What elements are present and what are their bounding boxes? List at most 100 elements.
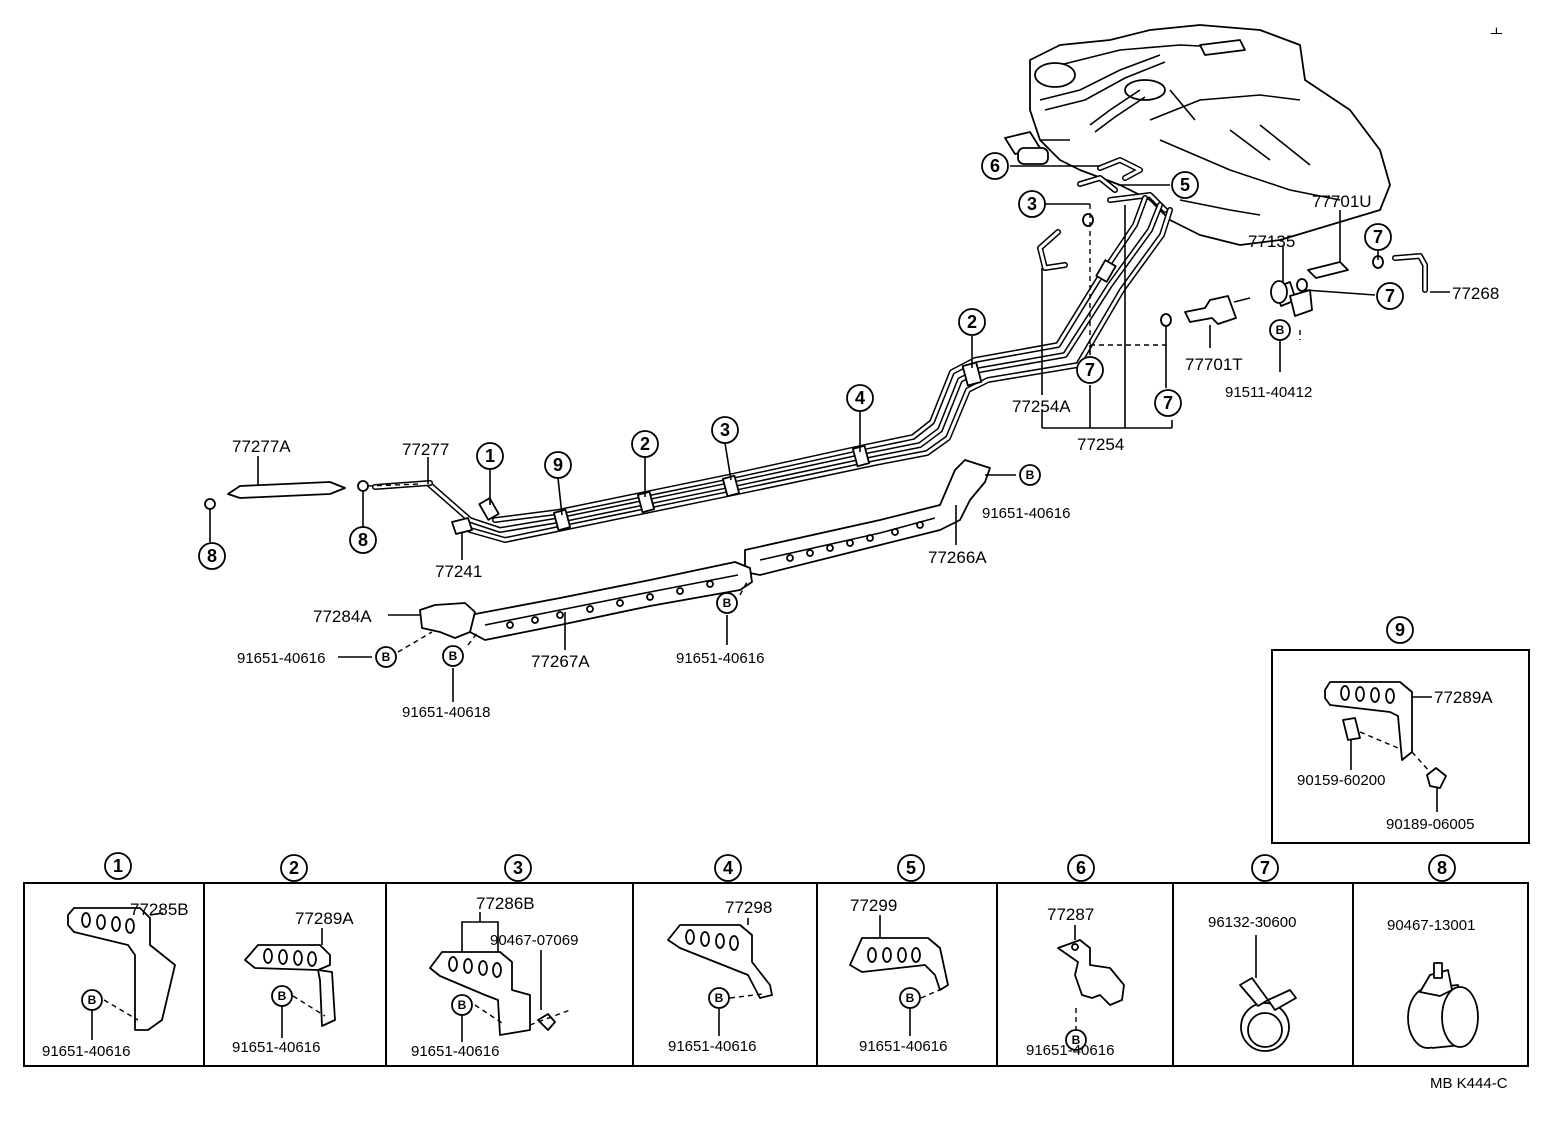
callout-4: 4 xyxy=(846,384,874,412)
bolt-marker: B xyxy=(271,985,293,1007)
callout-circles: 6 5 3 2 7 7 7 7 4 3 2 9 1 8 8 9 xyxy=(198,152,1414,644)
part-label-91511-40412: 91511-40412 xyxy=(1225,384,1312,401)
callout-9: 9 xyxy=(1386,616,1414,644)
svg-text:3: 3 xyxy=(513,858,523,878)
bolt-marker: B xyxy=(451,994,473,1016)
panel-callout-1: 1 xyxy=(104,852,132,880)
svg-text:6: 6 xyxy=(1076,858,1086,878)
callout-8: 8 xyxy=(198,542,226,570)
part-label-90189-06005: 90189-06005 xyxy=(1386,816,1474,833)
callout-3: 3 xyxy=(1018,190,1046,218)
panel-6: 77287 B 91651-40616 xyxy=(1026,905,1125,1059)
bolt-marker: B xyxy=(899,987,921,1009)
panel-5: 77299 B 91651-40616 xyxy=(849,896,949,1055)
part-label-77241: 77241 xyxy=(435,562,482,581)
part-label-77298: 77298 xyxy=(725,898,772,917)
bolt-markers: B B B B B xyxy=(375,319,1291,668)
part-label-91651-40616: 91651-40616 xyxy=(237,650,325,667)
part-label-91651-40618: 91651-40618 xyxy=(402,704,490,721)
svg-text:3: 3 xyxy=(1027,194,1037,214)
bolt-marker: B xyxy=(442,645,464,667)
corner-mark: ㅗ xyxy=(1490,25,1503,41)
panel-callout-2: 2 xyxy=(280,854,308,882)
part-label-91651-40616: 91651-40616 xyxy=(232,1039,320,1056)
svg-text:1: 1 xyxy=(113,856,123,876)
part-label-90467-13001: 90467-13001 xyxy=(1387,917,1475,934)
svg-text:B: B xyxy=(1026,468,1035,482)
svg-text:B: B xyxy=(1276,323,1285,337)
panel-1: 77285B B 91651-40616 xyxy=(42,900,189,1060)
part-label-91651-40616: 91651-40616 xyxy=(859,1038,947,1055)
callout-2: 2 xyxy=(631,430,659,458)
svg-text:5: 5 xyxy=(1180,175,1190,195)
panel-callout-4: 4 xyxy=(714,854,742,882)
part-label-91651-40616: 91651-40616 xyxy=(1026,1042,1114,1059)
part-label-91651-40616: 91651-40616 xyxy=(42,1043,130,1060)
svg-text:3: 3 xyxy=(720,420,730,440)
svg-text:B: B xyxy=(715,991,724,1005)
svg-text:B: B xyxy=(458,998,467,1012)
svg-text:7: 7 xyxy=(1373,227,1383,247)
svg-text:9: 9 xyxy=(1395,620,1405,640)
svg-text:2: 2 xyxy=(967,312,977,332)
panel-8: 90467-13001 xyxy=(1387,917,1479,1049)
callout-7: 7 xyxy=(1376,282,1404,310)
bolt-marker: B xyxy=(716,592,738,614)
panel-4: 77298 B 91651-40616 xyxy=(667,898,773,1055)
panel-callout-7: 7 xyxy=(1251,854,1279,882)
part-label-77289A: 77289A xyxy=(295,909,354,928)
svg-text:B: B xyxy=(723,596,732,610)
clamp-holes xyxy=(1340,685,1395,704)
part-label-77285B: 77285B xyxy=(130,900,189,919)
part-label-77254: 77254 xyxy=(1077,435,1124,454)
diagram-footer-code: MB K444-C xyxy=(1430,1075,1508,1092)
part-label-77286B: 77286B xyxy=(476,894,535,913)
detail-panels: 1 2 3 4 5 6 7 8 77285B B 91651-40616 772… xyxy=(23,852,1529,1067)
part-label-91651-40616: 91651-40616 xyxy=(411,1043,499,1060)
callout-6: 6 xyxy=(981,152,1009,180)
svg-text:7: 7 xyxy=(1385,286,1395,306)
callout-9: 9 xyxy=(544,451,572,479)
protector-brackets xyxy=(419,459,991,641)
svg-text:B: B xyxy=(382,650,391,664)
part-label-77287: 77287 xyxy=(1047,905,1094,924)
part-label-77135: 77135 xyxy=(1248,232,1295,251)
svg-text:B: B xyxy=(906,991,915,1005)
svg-text:1: 1 xyxy=(485,446,495,466)
panel-callout-6: 6 xyxy=(1067,854,1095,882)
svg-text:7: 7 xyxy=(1085,360,1095,380)
svg-text:8: 8 xyxy=(358,530,368,550)
bracket-holes xyxy=(506,521,924,629)
callout-7: 7 xyxy=(1154,389,1182,417)
part-label-77284A: 77284A xyxy=(313,607,372,626)
part-label-77267A: 77267A xyxy=(531,652,590,671)
svg-text:8: 8 xyxy=(207,546,217,566)
panel-callout-3: 3 xyxy=(504,854,532,882)
part-label-77701T: 77701T xyxy=(1185,355,1243,374)
svg-text:B: B xyxy=(88,993,97,1007)
svg-text:4: 4 xyxy=(723,858,733,878)
svg-text:7: 7 xyxy=(1163,393,1173,413)
svg-text:4: 4 xyxy=(855,388,865,408)
svg-text:8: 8 xyxy=(1437,858,1447,878)
part-label-77266A: 77266A xyxy=(928,548,987,567)
svg-text:9: 9 xyxy=(553,455,563,475)
fuel-filter-assembly xyxy=(1184,253,1428,325)
bolt-marker: B xyxy=(1269,319,1291,341)
bolt-marker: B xyxy=(1019,464,1041,486)
svg-text:2: 2 xyxy=(289,858,299,878)
callout-1: 1 xyxy=(476,442,504,470)
bolt-marker: B xyxy=(81,989,103,1011)
svg-text:6: 6 xyxy=(990,156,1000,176)
callout-7: 7 xyxy=(1364,223,1392,251)
callout-7: 7 xyxy=(1076,356,1104,384)
svg-text:7: 7 xyxy=(1260,858,1270,878)
part-label-77254A: 77254A xyxy=(1012,397,1071,416)
leader-lines xyxy=(209,165,1450,702)
part-label-77268: 77268 xyxy=(1452,284,1499,303)
part-label-77289A: 77289A xyxy=(1434,688,1493,707)
fuel-lines-main xyxy=(204,195,1384,543)
part-label-77299: 77299 xyxy=(850,896,897,915)
fuel-tank xyxy=(1004,24,1391,246)
